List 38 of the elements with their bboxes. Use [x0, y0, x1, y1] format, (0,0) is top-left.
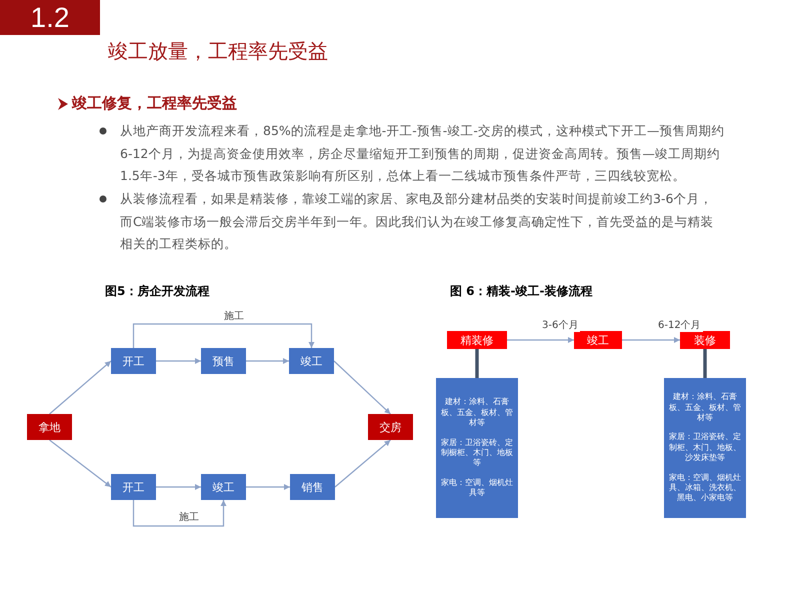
subheading: 竣工修复，工程率先受益 — [72, 94, 238, 114]
process-box: 竣工 — [201, 474, 246, 500]
process-box: 竣工 — [289, 348, 334, 374]
figure-caption: 图 6：精装-竣工-装修流程 — [450, 284, 594, 300]
process-box: 装修 — [680, 331, 730, 349]
edge-label: 6-12个月 — [656, 318, 703, 332]
arrow — [246, 484, 290, 490]
arrow — [507, 337, 574, 343]
figure-caption: 图5：房企开发流程 — [105, 284, 210, 300]
connector-line — [703, 349, 707, 378]
process-box: 交房 — [368, 414, 413, 440]
process-box: 精装修 — [447, 331, 507, 349]
arrow — [156, 358, 201, 364]
detail-box: 建材：涂料、石膏板、五金、板材、管材等 家居：卫浴瓷砖、定制柜、木门、地板、沙发床垫等 家电：空调、烟机灶具、冰箱、洗衣机、黑电、小家电等 — [664, 378, 746, 518]
arrow — [132, 500, 226, 527]
slide-title: 竣工放量，工程率先受益 — [108, 38, 329, 65]
process-box: 竣工 — [574, 331, 622, 349]
paragraph: 从装修流程看，如果是精装修，靠竣工端的家居、家电及部分建材品类的安装时间提前竣工约3-6个月，而C端装修市场一般会滞后交房半年到一年。因此我们认为在竣工修复高确定性下，首先受益的是与精装相关的工程类标的。 — [120, 190, 715, 253]
edge-label: 3-6个月 — [540, 318, 580, 332]
detail-box: 建材：涂料、石膏板、五金、板材、管材等 家居：卫浴瓷砖、定制橱柜、木门、地板等 家电：空调、烟机灶具等 — [436, 378, 518, 518]
process-box: 拿地 — [27, 414, 72, 440]
arrow — [246, 358, 289, 364]
arrow — [49, 360, 112, 414]
edge-label: 施工 — [177, 510, 201, 524]
paragraph: 从地产商开发流程来看，85%的流程是走拿地-开工-预售-竣工-交房的模式，这种模式下开工—预售周期约6-12个月，为提高资金使用效率，房企尽量缩短开工到预售的周期，促进资金高周转。预售—竣工周期约1.5年-3年，受各城市预售政策影响有所区别，总体上看一二线城市预售条件严苛，三四线较宽松。 — [120, 122, 725, 185]
connector-line — [475, 349, 479, 378]
arrow — [156, 484, 201, 490]
process-box: 预售 — [201, 348, 246, 374]
arrow — [334, 360, 391, 414]
process-box: 开工 — [111, 348, 156, 374]
arrow — [49, 440, 112, 488]
arrow — [132, 323, 314, 348]
arrow — [622, 337, 680, 343]
section-number-box: 1.2 — [0, 0, 100, 35]
process-box: 销售 — [290, 474, 335, 500]
process-box: 开工 — [111, 474, 156, 500]
edge-label: 施工 — [222, 309, 246, 323]
arrow — [334, 440, 391, 488]
